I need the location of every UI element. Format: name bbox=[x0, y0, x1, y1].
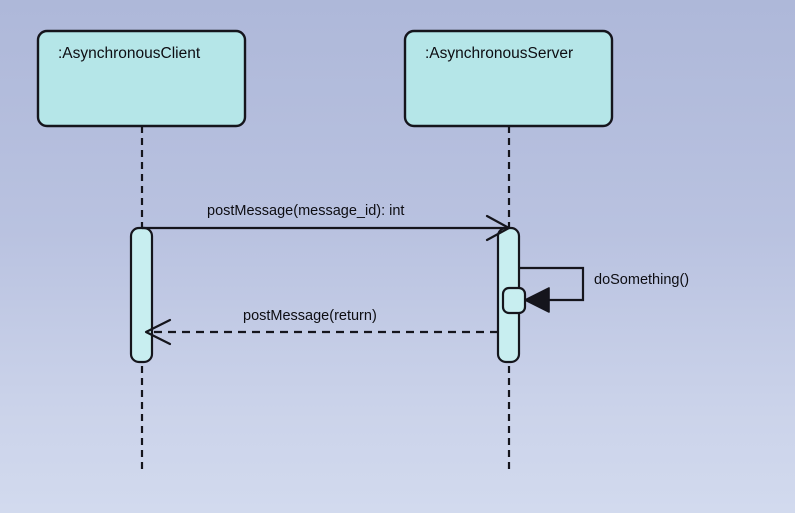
arrowhead-open-post-message bbox=[485, 214, 511, 242]
participant-box-server[interactable] bbox=[403, 29, 614, 128]
message-label-do-something: doSomething() bbox=[594, 272, 690, 288]
activation-bar-client[interactable] bbox=[129, 226, 154, 364]
participant-box-client[interactable] bbox=[36, 29, 247, 128]
arrowhead-open-post-message-return bbox=[144, 318, 172, 346]
nested-activation-server[interactable] bbox=[501, 286, 527, 315]
message-label-post-message: postMessage(message_id): int bbox=[207, 203, 405, 219]
arrowhead-filled-do-something bbox=[524, 287, 550, 313]
message-line-do-something[interactable] bbox=[519, 266, 585, 302]
participant-label-server: :AsynchronousServer bbox=[425, 45, 574, 62]
message-label-post-message-return: postMessage(return) bbox=[243, 308, 377, 324]
participant-label-client: :AsynchronousClient bbox=[58, 45, 201, 62]
